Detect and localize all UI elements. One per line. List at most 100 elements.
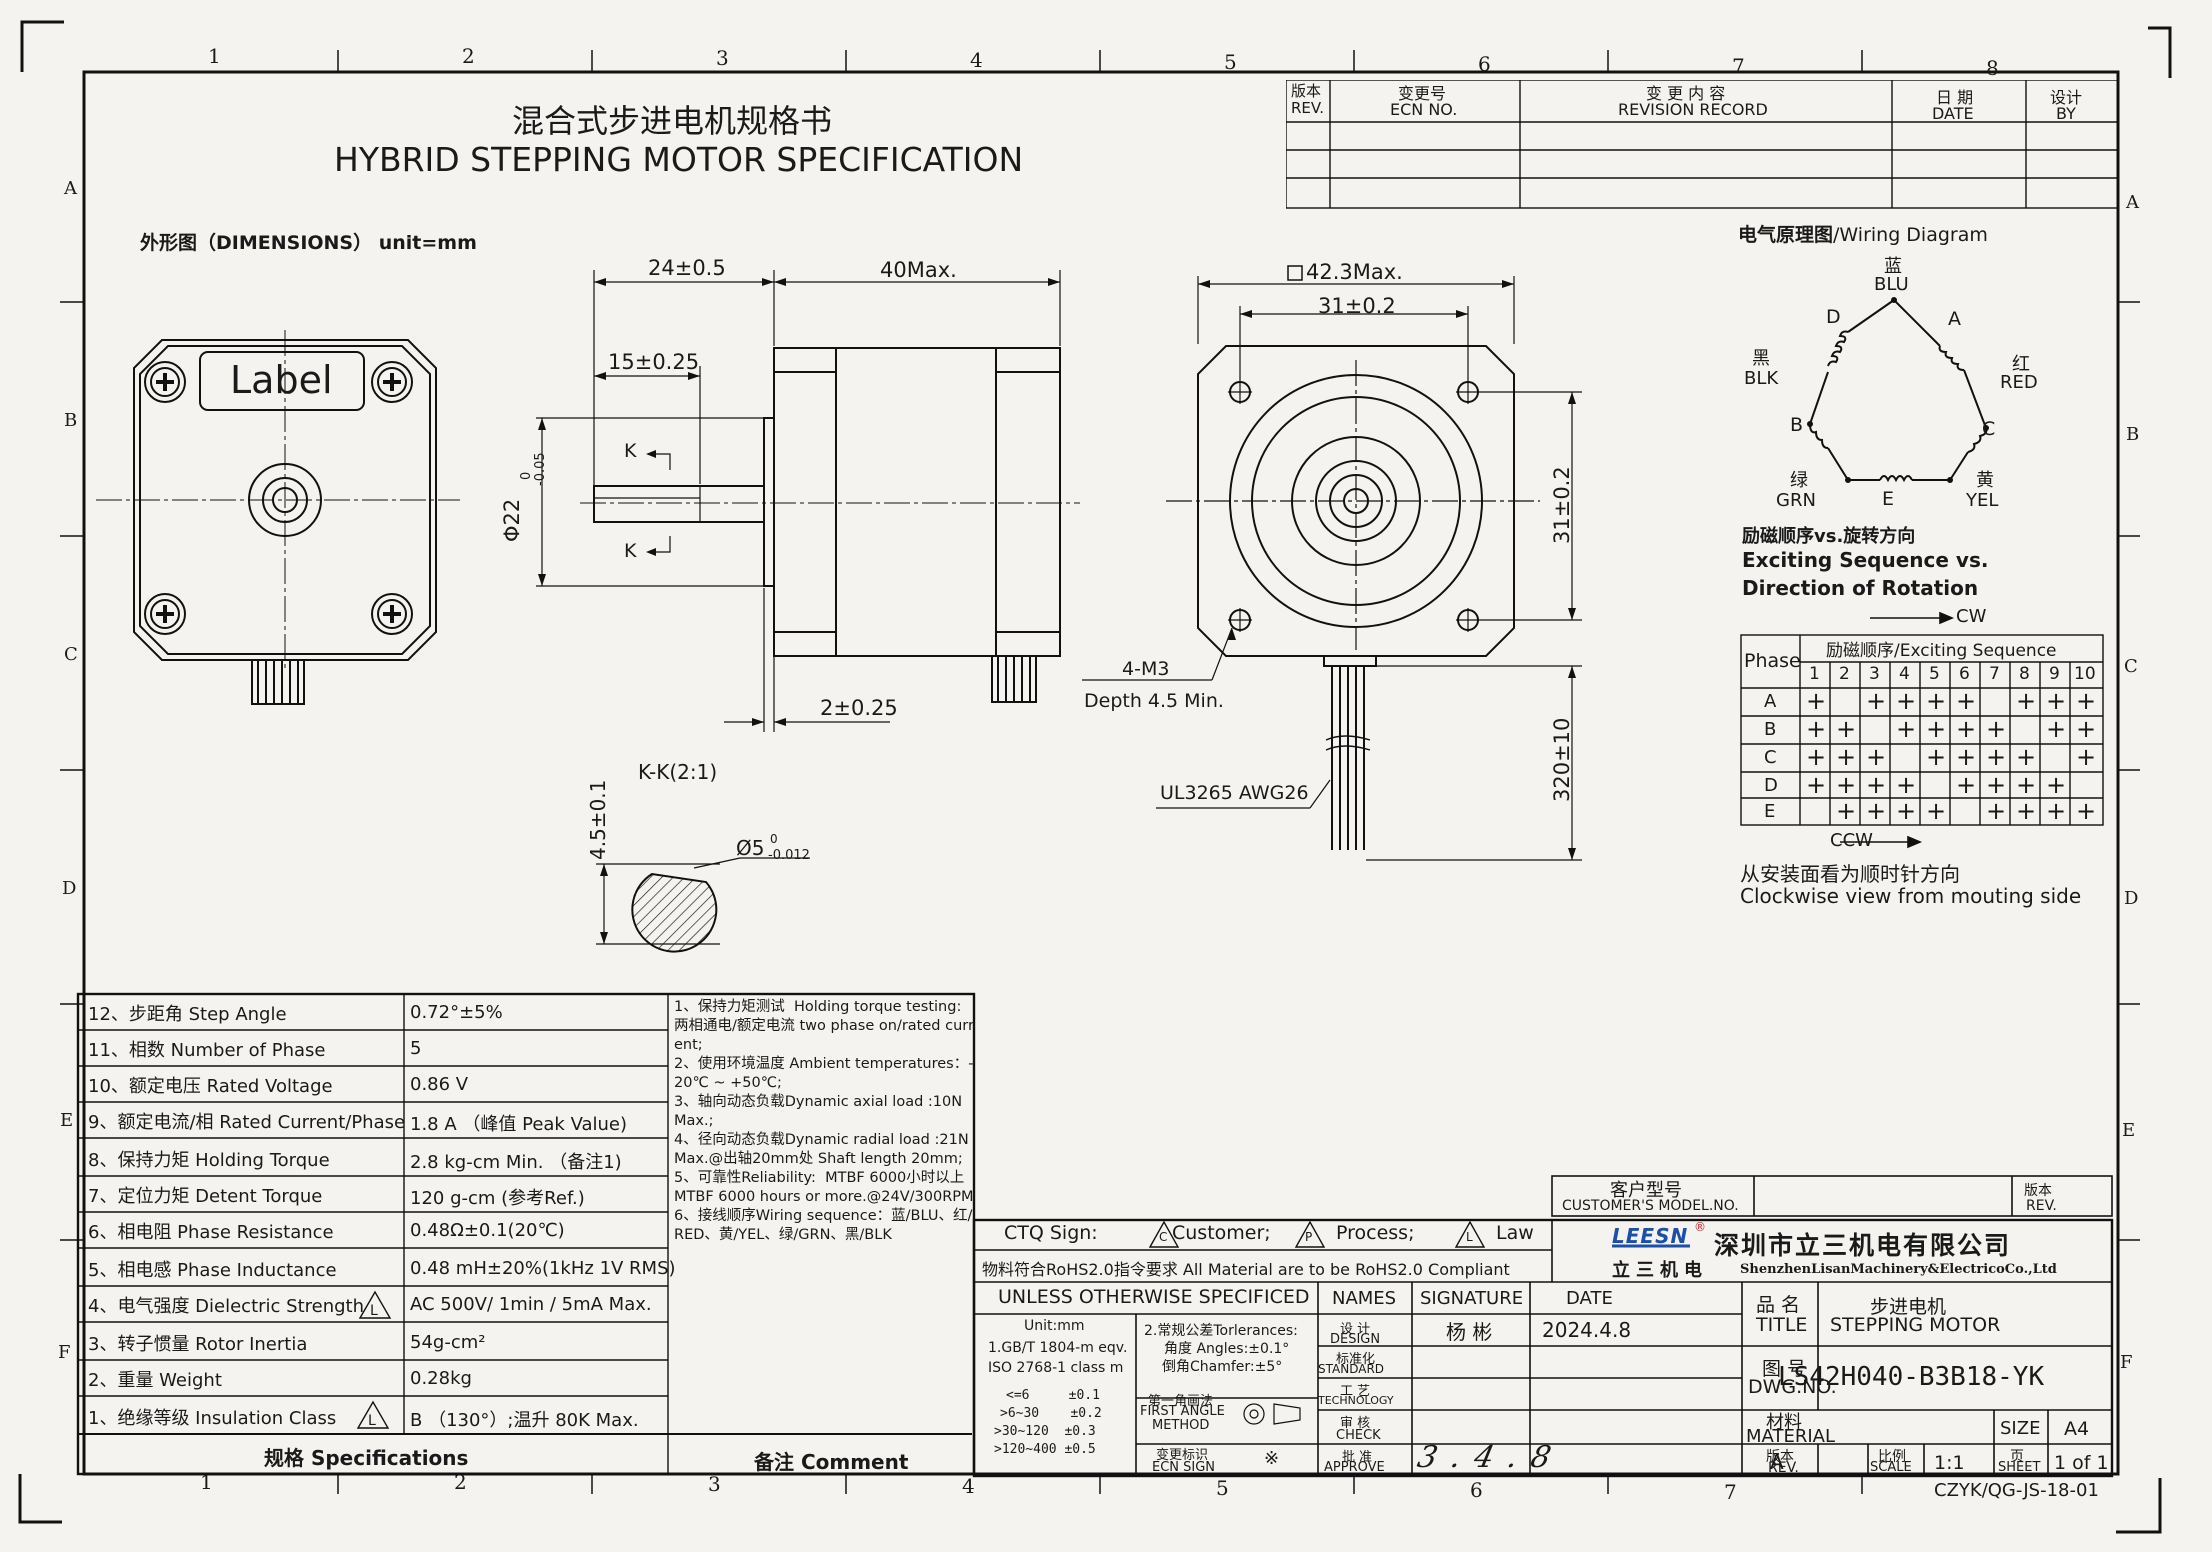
zone-row-d-left: D: [62, 878, 77, 899]
ccw-label: CCW: [1830, 830, 1873, 851]
scale-value: 1:1: [1934, 1452, 1965, 1474]
customer-model-cn: 客户型号: [1610, 1180, 1682, 1201]
tech-cn: 工 艺: [1340, 1384, 1371, 1399]
revision-table-grid: [1286, 80, 2119, 209]
material-cn: 材料: [1766, 1412, 1802, 1433]
node-d: D: [1826, 306, 1841, 328]
direction-arrows: [1840, 611, 1955, 849]
seq-cell: +: [1866, 797, 1887, 825]
seq-cell: +: [2016, 743, 2037, 771]
zone-col-8-top: 8: [1986, 56, 1999, 80]
company-name-cn: 深圳市立三机电有限公司: [1714, 1231, 2012, 1260]
col-names: NAMES: [1332, 1288, 1397, 1309]
title-en: HYBRID STEPPING MOTOR SPECIFICATION: [334, 140, 1024, 179]
side-dim-40: 40Max.: [880, 258, 957, 282]
wire-yel-cn: 黄: [1976, 470, 1994, 491]
spec-value: 0.28kg: [410, 1368, 472, 1389]
warn-icon-insulation: L: [356, 1400, 390, 1429]
seq-cell: +: [1806, 743, 1827, 771]
by-header-cn: 设计: [2050, 88, 2083, 107]
ecn-sign-cn: 变更标识: [1156, 1448, 1209, 1463]
ecn-sign-en: ECN SIGN: [1152, 1460, 1216, 1475]
warn-icon-dielectric: L: [358, 1290, 392, 1319]
designer-name: 杨 彬: [1446, 1320, 1493, 1344]
size-label: SIZE: [2000, 1418, 2041, 1439]
first-angle-en1: FIRST ANGLE: [1140, 1404, 1225, 1419]
wire-red: RED: [2000, 372, 2038, 393]
size-value: A4: [2064, 1418, 2090, 1440]
seq-cell: +: [1866, 771, 1887, 799]
seq-cell: +: [2046, 715, 2067, 743]
side-dim-15: 15±0.25: [608, 350, 700, 374]
zone-col-6-bottom: 6: [1470, 1478, 1483, 1502]
end-depth: Depth 4.5 Min.: [1084, 690, 1224, 712]
rohs-note: 物料符合RoHS2.0指令要求 All Material are to be R…: [982, 1260, 1510, 1279]
scale-cn: 比例: [1878, 1449, 1906, 1465]
company-logo: LEESN: [1612, 1224, 1689, 1248]
seq-step-header: 8: [2019, 664, 2030, 684]
seq-cell: +: [1986, 743, 2007, 771]
seq-cell: +: [1896, 771, 1917, 799]
ctq-sign: CTQ Sign:: [1004, 1222, 1098, 1244]
spec-value: 0.48Ω±0.1(20℃): [410, 1220, 565, 1241]
section-dim-dia: Ø5: [736, 836, 765, 860]
by-header-en: BY: [2056, 104, 2076, 123]
side-dim-shaft-dia: Φ22: [500, 482, 524, 542]
spec-value: B （130°）;温升 80K Max.: [410, 1410, 639, 1431]
zone-row-b-right: B: [2126, 424, 2140, 445]
col-date: DATE: [1566, 1288, 1613, 1309]
seq-cell: +: [2076, 687, 2097, 715]
seq-step-header: 4: [1899, 664, 1910, 684]
first-angle-en2: METHOD: [1152, 1418, 1210, 1433]
zone-col-1-top: 1: [208, 44, 221, 68]
spec-value: 54g-cm²: [410, 1332, 486, 1353]
spec-value: 2.8 kg-cm Min. （备注1): [410, 1152, 622, 1173]
rev-header-en: REV.: [1291, 99, 1324, 117]
spec-label: 8、保持力矩 Holding Torque: [88, 1150, 330, 1171]
customer-rev-cn: 版本: [2024, 1183, 2052, 1199]
rev-header-cn: 版本: [1291, 82, 1322, 100]
shaft-tol-top: 0: [519, 471, 534, 480]
shaft-dia-value: Φ22: [500, 498, 524, 542]
ctq-l-mark: L: [1466, 1230, 1473, 1244]
shaft-tol-bot: -0.05: [533, 452, 548, 486]
seq-step-header: 9: [2049, 664, 2060, 684]
date-header-en: DATE: [1932, 104, 1974, 123]
seq-cell: +: [1836, 771, 1857, 799]
sheet-value: 1 of 1: [2054, 1452, 2109, 1474]
dwg-en: DWG.NO.: [1748, 1376, 1837, 1398]
section-kk-drawing: [596, 857, 810, 953]
tol-general: 2.常规公差Torlerances:: [1144, 1323, 1298, 1339]
sheet-en: SHEET: [1998, 1460, 2041, 1475]
seq-cell: +: [1806, 687, 1827, 715]
spec-value: 1.8 A （峰值 Peak Value): [410, 1114, 628, 1135]
tech-en: TECHNOLOGY: [1318, 1394, 1394, 1407]
ctq-p-mark: P: [1305, 1230, 1313, 1244]
zone-col-4-bottom: 4: [962, 1474, 975, 1498]
comment-footer: 备注 Comment: [754, 1450, 909, 1474]
seq-cell: +: [1866, 687, 1887, 715]
svg-text:L: L: [368, 1413, 376, 1429]
seq-cell: +: [1926, 797, 1947, 825]
spec-label: 4、电气强度 Dielectric Strength: [88, 1296, 365, 1317]
zone-row-b-left: B: [64, 410, 78, 431]
seq-step-header: 7: [1989, 664, 2000, 684]
seq-cell: +: [1896, 715, 1917, 743]
spec-value: 0.86 V: [410, 1074, 469, 1095]
title-value-en: STEPPING MOTOR: [1830, 1314, 2001, 1336]
tol-row-4: >120~400 ±0.5: [994, 1442, 1096, 1457]
zone-row-a-right: A: [2126, 192, 2139, 213]
ecn-sign-mark: ※: [1264, 1448, 1280, 1469]
seq-cell: +: [2016, 797, 2037, 825]
node-b: B: [1790, 414, 1804, 436]
title-en: TITLE: [1756, 1314, 1808, 1336]
wiring-heading-cn: 电气原理图: [1738, 224, 1834, 246]
standard-en: STANDARD: [1318, 1362, 1385, 1376]
customer-rev-en: REV.: [2026, 1198, 2057, 1214]
zone-col-7-bottom: 7: [1724, 1480, 1737, 1504]
seq-heading-en2: Direction of Rotation: [1742, 576, 1979, 600]
seq-cell: +: [1926, 687, 1947, 715]
seq-heading-en1: Exciting Sequence vs.: [1742, 548, 1989, 572]
spec-label: 1、绝缘等级 Insulation Class: [88, 1408, 337, 1429]
